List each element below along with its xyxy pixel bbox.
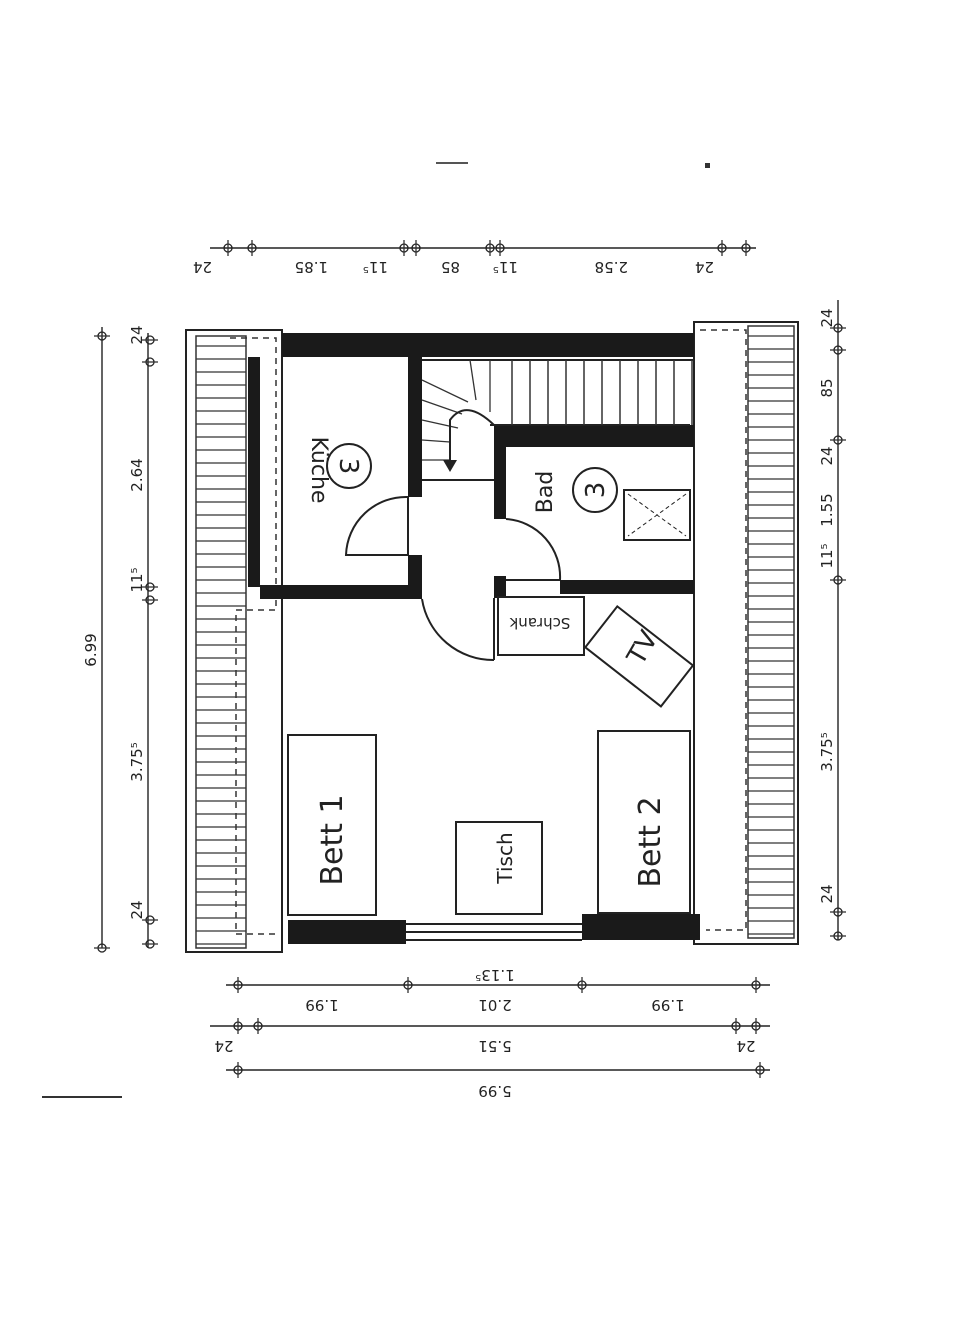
dim-top-0: 24: [193, 258, 212, 276]
dim-bottom1-3: 1.99: [651, 996, 684, 1014]
dim-bottom1-0: 1.99: [305, 996, 338, 1014]
dim-top-2: 11⁵: [363, 258, 388, 276]
dim-right-0: 24: [818, 308, 836, 327]
dimension-lines: [94, 240, 846, 1078]
line-mark: [421, 419, 459, 429]
dim-right-2: 24: [818, 446, 836, 465]
dim-left-total: 6.99: [82, 633, 100, 666]
tv-stand: [583, 604, 695, 708]
dim-bottom1-2: 1.13⁵: [475, 966, 514, 984]
wardrobe-label: Schrank: [509, 614, 570, 632]
door-kitchen: [344, 495, 409, 556]
roof-slope-left: [185, 329, 283, 953]
bath-number: 3: [581, 482, 611, 499]
dim-top-1: 1.85: [295, 258, 328, 276]
bath-number-circle: [572, 467, 618, 513]
door-bath: [505, 518, 562, 581]
dim-bottom2-2: 24: [736, 1037, 755, 1055]
dim-left-1: 2.64: [128, 458, 146, 491]
bed-2: [597, 730, 691, 914]
shower-tray: [623, 489, 691, 541]
bath-label: Bad: [533, 471, 558, 514]
dim-right-4: 11⁵: [818, 543, 836, 568]
bed-2-label: Bett 2: [633, 796, 668, 887]
bed-1: [287, 734, 377, 916]
table: [455, 821, 543, 915]
kitchen-number: 3: [333, 458, 363, 475]
line-mark: [421, 439, 451, 443]
tv-label: TV: [621, 626, 664, 671]
window-bottom: [406, 923, 582, 941]
dim-right-3: 1.55: [818, 493, 836, 526]
wardrobe: [497, 596, 585, 656]
dim-right-5: 3.75⁵: [818, 732, 836, 771]
table-label: Tisch: [493, 832, 517, 884]
bed-1-label: Bett 1: [315, 794, 350, 885]
line-mark: [421, 399, 463, 415]
roof-slope-right: [693, 321, 799, 945]
dim-top-4: 11⁵: [493, 258, 518, 276]
shower-cross: [627, 493, 687, 537]
dim-bottom3: 5.99: [478, 1082, 511, 1100]
staircase: [421, 359, 694, 481]
line-mark: [421, 379, 469, 403]
dim-bottom1-1: 2.01: [478, 996, 511, 1014]
dim-top-6: 24: [695, 258, 714, 276]
dim-left-4: 24: [128, 900, 146, 919]
dim-top-5: 2.58: [595, 258, 628, 276]
kitchen-number-circle: [326, 443, 372, 489]
dim-right-1: 85: [818, 378, 836, 397]
door-landing: [421, 598, 495, 662]
dim-left-2: 11⁵: [128, 567, 146, 592]
dim-right-6: 24: [818, 884, 836, 903]
line-mark: [469, 359, 477, 401]
dim-bottom2-0: 24: [214, 1037, 233, 1055]
dim-left-0: 24: [128, 325, 146, 344]
scan-mark: [705, 163, 710, 168]
dim-top-3: 85: [441, 258, 460, 276]
dim-left-3: 3.75⁵: [128, 742, 146, 781]
dim-bottom2-1: 5.51: [478, 1037, 511, 1055]
walls: [248, 333, 700, 944]
